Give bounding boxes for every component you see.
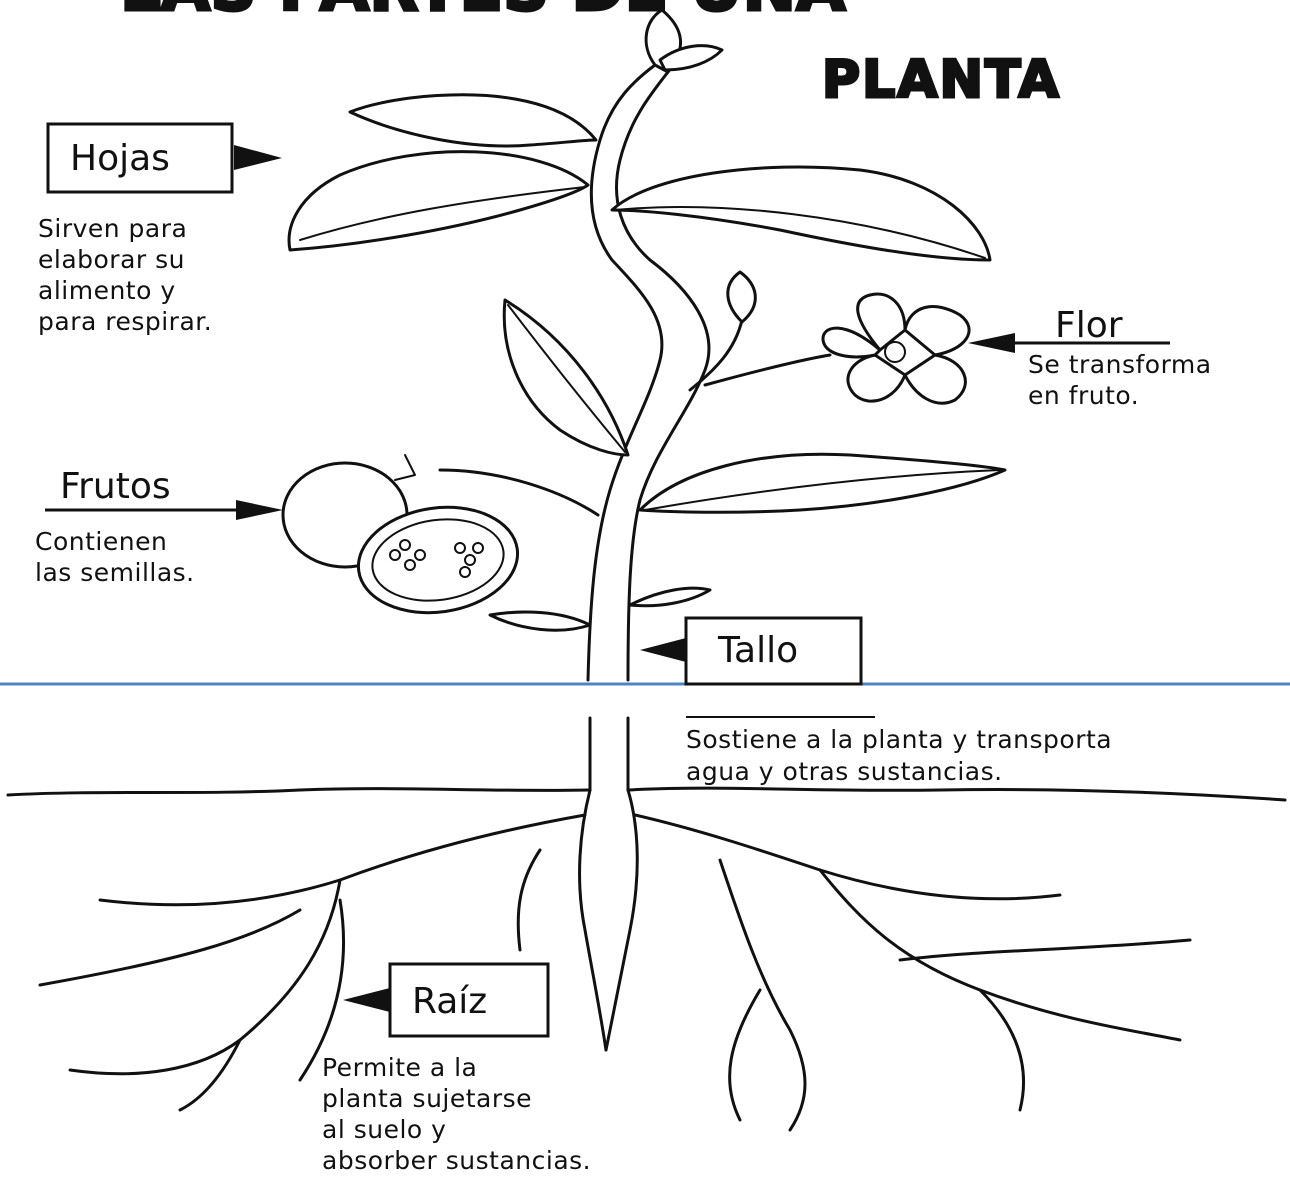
- top-title-clipped: LAS PARTES DE UNA: [120, 0, 846, 26]
- root-right-6: [730, 990, 760, 1120]
- flower-bud: [728, 272, 756, 322]
- root-left-1: [100, 815, 585, 905]
- hojas-desc-line3: alimento y: [38, 276, 176, 305]
- leaf-small-left: [490, 612, 590, 630]
- label-hojas-name: Hojas: [70, 138, 170, 179]
- flor-desc-line2: en fruto.: [1028, 381, 1139, 410]
- label-tallo-name: Tallo: [717, 630, 798, 671]
- leaf-upper-small: [350, 95, 596, 146]
- root-right-4: [900, 940, 1190, 960]
- plant-illustration: [283, 10, 1005, 680]
- stem-left-edge: [588, 65, 662, 680]
- bud-stem: [690, 320, 742, 390]
- label-flor-name: Flor: [1055, 305, 1123, 346]
- root-left-3: [40, 910, 300, 985]
- label-frutos: Frutos Contienen las semillas.: [35, 466, 283, 587]
- root-left-6: [518, 850, 540, 950]
- tallo-desc-line1: Sostiene a la planta y transporta: [686, 725, 1112, 754]
- hojas-desc-line4: para respirar.: [38, 307, 212, 336]
- soil-line-right: [628, 788, 1285, 800]
- taproot-left: [580, 790, 606, 1050]
- raiz-desc-line1: Permite a la: [322, 1053, 477, 1082]
- arrow-frutos: [236, 500, 283, 520]
- label-frutos-name: Frutos: [60, 466, 171, 507]
- leaf-left-big: [289, 152, 588, 250]
- arrow-flor: [968, 333, 1015, 353]
- label-raiz: Raíz Permite a la planta sujetarse al su…: [322, 964, 591, 1175]
- frutos-desc-line2: las semillas.: [35, 558, 195, 587]
- taproot-right: [606, 790, 637, 1050]
- flor-desc-line1: Se transforma: [1028, 350, 1212, 379]
- tallo-desc-line2: agua y otras sustancias.: [686, 757, 1003, 786]
- top-title-text: LAS PARTES DE UNA: [120, 0, 846, 26]
- label-tallo: Tallo Sostiene a la planta y transporta …: [640, 618, 1112, 786]
- arrow-hojas: [234, 145, 282, 170]
- root-right-2: [720, 860, 805, 1130]
- raiz-desc-line3: al suelo y: [322, 1115, 446, 1144]
- raiz-desc-line2: planta sujetarse: [322, 1084, 532, 1113]
- flower: [823, 294, 969, 403]
- frutos-desc-line1: Contienen: [35, 527, 167, 556]
- label-flor: Flor Se transforma en fruto.: [968, 305, 1212, 410]
- root-illustration: [8, 718, 1285, 1130]
- fruit-calyx: [395, 455, 415, 480]
- hojas-desc-line2: elaborar su: [38, 245, 185, 274]
- leaf-right-big: [612, 167, 990, 260]
- label-raiz-name: Raíz: [412, 981, 487, 1022]
- root-right-5: [980, 990, 1024, 1110]
- arrow-raiz: [343, 988, 390, 1012]
- arrow-tallo: [640, 638, 686, 662]
- soil-line-left: [8, 789, 590, 795]
- root-left-5: [180, 1040, 240, 1110]
- root-right-1: [635, 815, 1060, 899]
- label-hojas: Hojas Sirven para elaborar su alimento y…: [38, 124, 282, 336]
- raiz-desc-line4: absorber sustancias.: [322, 1146, 591, 1175]
- leaf-small-right: [630, 588, 710, 606]
- hojas-desc-line1: Sirven para: [38, 214, 187, 243]
- title-planta: PLANTA: [822, 50, 1061, 110]
